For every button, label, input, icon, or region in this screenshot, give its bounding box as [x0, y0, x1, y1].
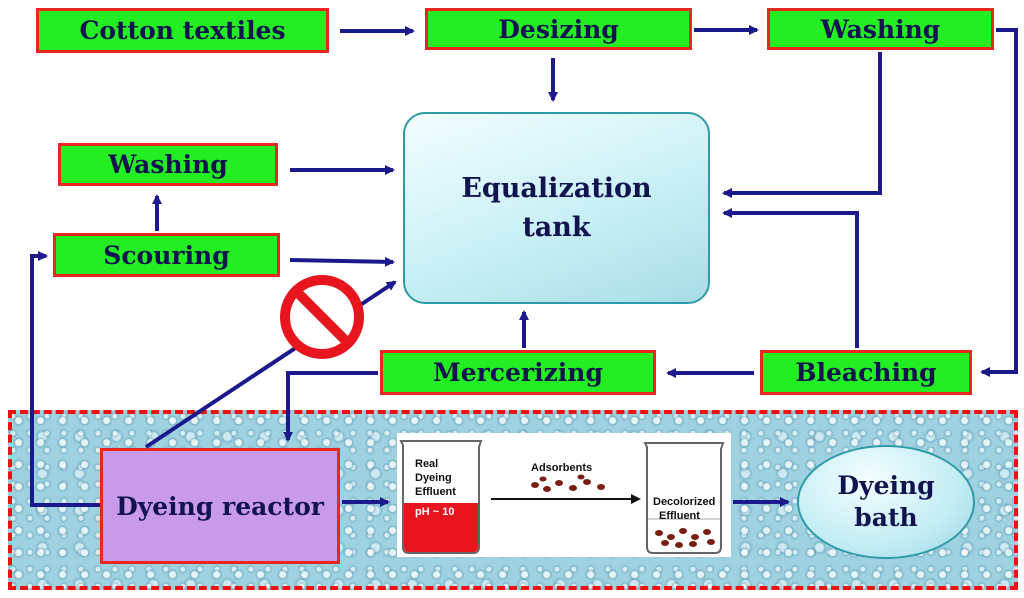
- dyeing-reactor-label: Dyeing reactor: [116, 491, 324, 521]
- arrow-bleaching-tank: [722, 208, 859, 348]
- beaker-left-line1: Real: [415, 458, 438, 470]
- beaker-left-line4: pH ~ 10: [415, 506, 454, 518]
- decolorized-effluent-beaker: [643, 442, 725, 554]
- scouring-box: Scouring: [53, 233, 280, 277]
- mercerizing-label: Mercerizing: [433, 358, 603, 387]
- bath-label-line2: bath: [854, 503, 918, 532]
- scouring-label: Scouring: [103, 240, 230, 270]
- adsorbent-particles: [531, 474, 605, 492]
- cotton-textiles-box: Cotton textiles: [36, 8, 329, 53]
- adsorbents-label: Adsorbents: [531, 462, 592, 474]
- bleaching-label: Bleaching: [795, 358, 937, 387]
- arrow-reactor-scouring: [30, 251, 100, 507]
- equalization-tank: Equalization tank: [403, 112, 710, 304]
- washing-top-box: Washing: [767, 8, 994, 50]
- effluent-liquid: [404, 503, 478, 552]
- arrow-washing-bleaching: [980, 28, 1018, 377]
- beaker-left-line3: Effluent: [415, 486, 456, 498]
- bleaching-box: Bleaching: [760, 350, 972, 395]
- bath-label-line1: Dyeing: [837, 470, 935, 500]
- beaker-illustration: Real Dyeing Effluent pH ~ 10 Adsorbents …: [399, 440, 725, 554]
- arrow-mercerizing-reactor: [283, 371, 378, 442]
- real-effluent-beaker: [399, 440, 483, 554]
- beaker-right-line2: Effluent: [659, 510, 700, 522]
- dyeing-reactor-box: Dyeing reactor: [100, 448, 340, 564]
- washing-top-label: Washing: [820, 14, 941, 44]
- prohibited-icon: [280, 275, 364, 359]
- dyeing-bath: Dyeing bath: [797, 445, 975, 559]
- cotton-textiles-label: Cotton textiles: [79, 16, 286, 45]
- beaker-left-line2: Dyeing: [415, 472, 452, 484]
- arrow-washing-tank: [722, 52, 882, 198]
- beaker-right-line1: Decolorized: [653, 496, 715, 508]
- inset-arrow: [491, 494, 641, 504]
- tank-label-line2: tank: [522, 212, 591, 243]
- settled-adsorbents: [655, 528, 715, 548]
- arrow-scouring-tank: [289, 256, 395, 267]
- desizing-label: Desizing: [498, 14, 619, 44]
- adsorption-inset: Real Dyeing Effluent pH ~ 10 Adsorbents …: [397, 433, 731, 557]
- mercerizing-box: Mercerizing: [380, 350, 656, 395]
- washing-left-label: Washing: [108, 150, 228, 179]
- washing-left-box: Washing: [58, 143, 278, 186]
- desizing-box: Desizing: [425, 8, 692, 50]
- tank-label-line1: Equalization: [461, 172, 652, 204]
